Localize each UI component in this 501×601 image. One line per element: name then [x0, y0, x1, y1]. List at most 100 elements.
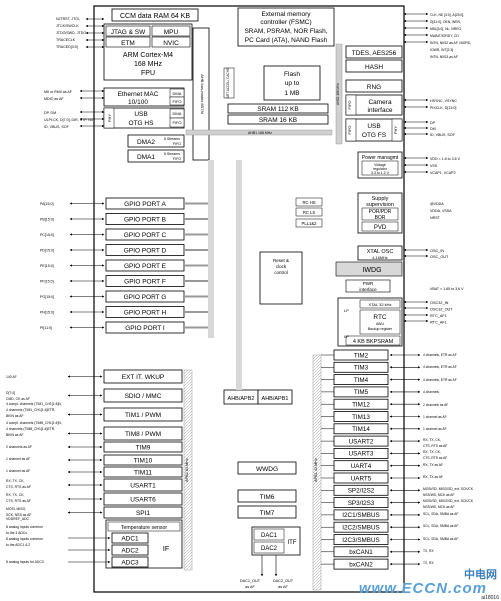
apb1-periph-5-label: TIM13 [352, 414, 370, 421]
apb1-periph-14-label: I2C2/SMBUS [342, 525, 379, 532]
right-signals: CLK, NE [3:0], A[23:0],D[31:0], OEN, WEN… [403, 12, 474, 565]
fsmc-line4: PC Card (ATA), NAND Flash [245, 37, 328, 44]
awu-line1: AWU [376, 322, 385, 326]
voltage-regulator [361, 160, 399, 176]
apb1-periph-13-label: I2C1/SMBUS [342, 512, 379, 519]
left-sig-lower-23: 8 analog inputs for ADC3 [6, 560, 44, 564]
right-sig-vbat: VBAT = 1.65 to 3.6 V [430, 287, 464, 291]
usb-fs-line1: USB [367, 123, 380, 130]
pwr-line1: PWR [363, 281, 374, 286]
left-sig-lower-18: VDDREF_ADC [6, 517, 30, 521]
right-sig-periph-12: RX, TX as AF [423, 475, 443, 479]
ahb-apb1-label: AHB/APB1 [262, 396, 289, 402]
right-sig-periph-1: 4 channels, ETR as AF [423, 365, 457, 369]
right-sig-top-1: D[31:0], OEN, WEN, [430, 20, 461, 24]
etm-label: ETM [121, 40, 135, 47]
right-sig-top-4: INTN, NIIS2 as AF, NIORD, [430, 41, 471, 45]
gpio-port-i-label: GPIO PORT I [125, 325, 165, 332]
right-sig-usbfs-0: DP [430, 121, 436, 125]
ahb1-bus [185, 129, 333, 136]
left-sig-lower-4: 4 channels (TIM1_CH1[1:4]ETR, [6, 408, 55, 412]
iwdg-label: IWDG [362, 267, 381, 274]
nvic-label: NVIC [163, 40, 179, 47]
xtal-osc-block [357, 245, 403, 261]
usb-hs-fifo [169, 117, 185, 128]
left-sig-gpio-1: PB[15:0] [40, 218, 54, 222]
dac1-block [253, 528, 285, 541]
usart1-label: USART1 [130, 482, 156, 489]
left-sig-gpio-8: PI[11:0] [40, 326, 52, 330]
dma1-block [127, 149, 185, 163]
ahb-apb2-label: AHB/APB2 [228, 396, 255, 402]
dac2-label: DAC2 [261, 546, 278, 552]
usb-fs-fifo [345, 118, 357, 142]
right-sig-periph-14: NSS/WS, MCK as AF [423, 493, 455, 497]
tdes-block [345, 45, 403, 59]
right-sig-periph-17: SCL, SDA, SMBA as AF [423, 512, 458, 516]
right-sig-osc-0: OSC_IN [430, 249, 444, 253]
right-sig-periph-15: MOSI/SD, MISO/SD_ext, SCK/CK [423, 499, 474, 503]
etm-block [105, 36, 151, 48]
dac1-label: DAC1 [261, 533, 278, 539]
gpio-bus-link [208, 160, 214, 338]
right-sig-cam-0: HSYNC, VSYNC [430, 99, 457, 103]
left-sig-lower-20: to the 3 ADCs [6, 531, 27, 535]
art-label: ART ACCEL/ CACHE [226, 68, 230, 99]
left-sig-usbhs-1: ULPI:CK, D[7:0], DIR, STP, NXT [44, 118, 96, 122]
bus-matrix [192, 27, 210, 161]
tim1-label: TIM1 / PWM [125, 412, 161, 419]
camera-line1: Camera [368, 99, 392, 106]
left-sig-lower-6: 4 compl. channels (TIM8_CH1[1:4]N, [6, 421, 62, 425]
left-sig-lower-8: BKIN as AF [6, 433, 24, 437]
usb-fs-line2: OTG FS [362, 132, 387, 139]
rc-ls-block [295, 207, 323, 217]
left-sig-lower-7: 4 channels (TIM8_CH1[1:4]ETR, [6, 427, 55, 431]
left-sig-lower-9: 2 channels as AF [6, 445, 32, 449]
right-sig-rtc-3: RTC_AF1 [430, 321, 447, 325]
fsmc-line1: External memory [261, 11, 311, 18]
reset-line2: clock [276, 264, 287, 269]
left-sig-lower-17: SCK, NSS as AF [6, 513, 31, 517]
right-sig-periph-3: 4 channels [423, 390, 439, 394]
tim10-block [103, 454, 183, 466]
left-sig-top-0: NJTRST, JTDI, [56, 17, 80, 21]
tim1-block [103, 407, 183, 422]
left-sig-lower-13: CTS, RTS as AF [6, 485, 31, 489]
temp-sensor-label: Temperature sensor [121, 525, 167, 531]
usb-hs-dma-label: DMA [173, 111, 182, 116]
right-sig-rtc-2: RTC_AF1 [430, 314, 447, 318]
lp-label-2: LP [344, 334, 349, 339]
apb2-bus [183, 369, 193, 571]
tim11-label: TIM11 [134, 469, 152, 476]
lp-label-1: LP [344, 308, 349, 313]
apb1-periph-17-label: bxCAN2 [349, 561, 373, 568]
right-sig-supply-2: NRST [430, 216, 441, 220]
tim6-label: TIM6 [260, 494, 275, 501]
xtal32-block [359, 299, 401, 309]
pwr-interface-block [345, 279, 391, 293]
ahb1-label: AHB1 168 MHz [248, 131, 272, 135]
left-sig-gpio-6: PG[15:0] [40, 295, 54, 299]
gpio-port-d-label: GPIO PORT D [124, 247, 167, 254]
core-freq: 168 MHz [134, 61, 163, 68]
if-label: IF [163, 546, 169, 553]
gpio-port-c-label: GPIO PORT C [124, 232, 167, 239]
left-sig-usbhs-0: DP, DM [44, 111, 56, 115]
right-sig-top-3: NWAIT/IORDY, CD [430, 34, 459, 38]
usart1-block [103, 478, 183, 492]
adc3-block [111, 556, 149, 568]
tim7-block [237, 505, 297, 519]
ethernet-fifo-label: FIFO [172, 99, 181, 104]
flash-block [263, 65, 321, 101]
hash-block [345, 59, 403, 73]
gpio-port-b-label: GPIO PORT B [124, 216, 166, 223]
left-sig-top-4: TRACED[3:0] [56, 45, 78, 49]
right-sig-power-0: VDD = 1.8 to 3.6 V [430, 157, 461, 161]
right-sig-supply-1: VDDA, VSSA [430, 209, 452, 213]
apb1-periph-6-label: TIM14 [352, 426, 370, 433]
left-sig-lower-22: to the ADC1 & 2 [6, 543, 30, 547]
por-block [361, 207, 399, 221]
left-sig-top-2: JTDO/SWD, JTDO [56, 31, 86, 35]
